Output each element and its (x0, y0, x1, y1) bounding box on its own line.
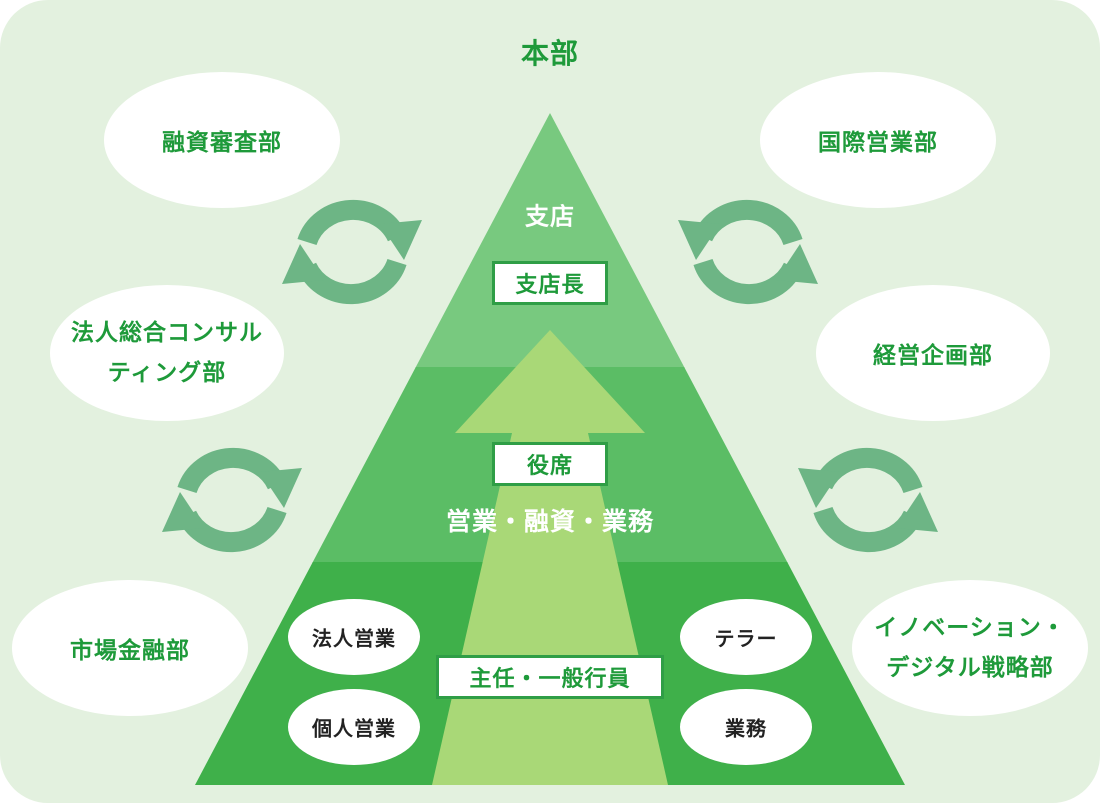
dept-innovation-digital-line1: イノベーション・ (874, 615, 1066, 641)
role-corporate-sales: 法人営業 (312, 626, 396, 651)
bubble-individual-sales (288, 689, 420, 765)
bubble-market-finance (12, 580, 248, 716)
bubble-innovation-digital (852, 580, 1088, 716)
dept-credit-review: 融資審査部 (162, 130, 282, 156)
officer-label: 役席 (492, 442, 608, 486)
role-operations: 業務 (725, 716, 767, 741)
role-individual-sales: 個人営業 (312, 716, 396, 741)
bubble-credit-review (104, 72, 340, 208)
bubble-corporate-planning (816, 285, 1050, 421)
bubble-operations (680, 689, 812, 765)
dept-international-sales: 国際営業部 (818, 130, 938, 156)
branch-manager-label: 支店長 (492, 261, 608, 305)
dept-corporate-planning: 経営企画部 (873, 343, 993, 369)
role-teller: テラー (714, 626, 778, 651)
bubble-international-sales (760, 72, 996, 208)
divisions-label: 営業・融資・業務 (445, 507, 655, 536)
branch-title: 支店 (525, 202, 575, 231)
dept-corporate-consulting: 法人総合コンサル ティング部 (71, 313, 263, 393)
dept-corporate-consulting-line1: 法人総合コンサル (71, 320, 263, 346)
bubble-corporate-consulting (50, 285, 284, 421)
bubble-teller (680, 599, 812, 675)
dept-innovation-digital: イノベーション・ デジタル戦略部 (874, 608, 1066, 688)
bubble-corporate-sales (288, 599, 420, 675)
department-bubbles (12, 72, 1088, 765)
dept-innovation-digital-line2: デジタル戦略部 (886, 655, 1054, 681)
staff-label: 主任・一般行員 (436, 655, 664, 699)
dept-corporate-consulting-line2: ティング部 (107, 360, 227, 386)
headquarters-title: 本部 (520, 37, 580, 70)
dept-market-finance: 市場金融部 (70, 638, 190, 664)
